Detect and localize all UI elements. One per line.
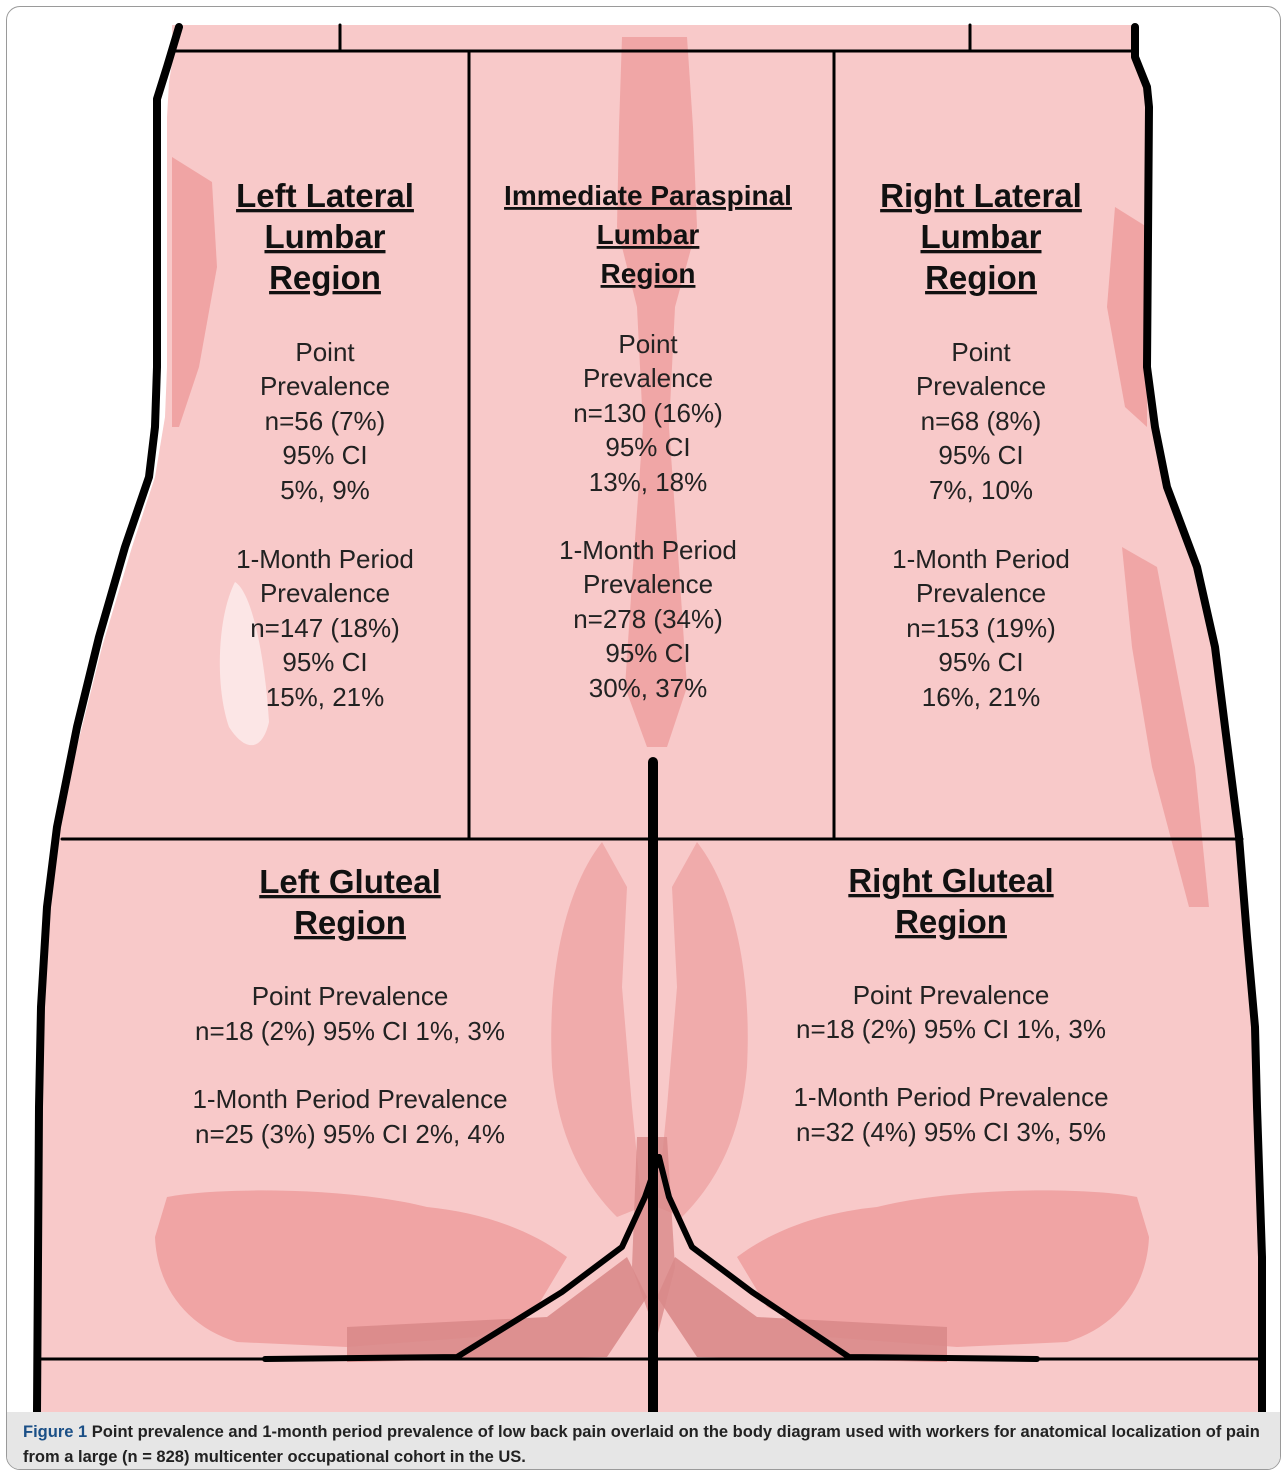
caption-text: Point prevalence and 1-month period prev… (23, 1423, 1260, 1466)
figure-label: Figure 1 (23, 1423, 87, 1441)
figure-caption: Figure 1 Point prevalence and 1-month pe… (23, 1420, 1268, 1470)
caption-bar: Figure 1 Point prevalence and 1-month pe… (7, 1412, 1280, 1469)
